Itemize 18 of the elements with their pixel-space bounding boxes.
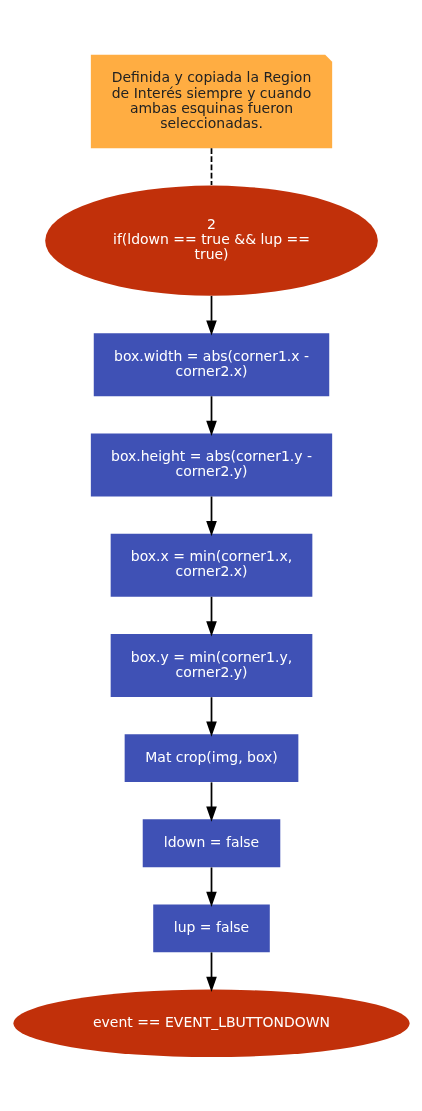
node-box: lup = false: [152, 903, 270, 952]
arrow: [205, 294, 217, 336]
node-box: box.x = min(corner1.x, corner2.x): [110, 533, 312, 597]
arrow: [205, 394, 217, 436]
node-ellipse: 2 if(ldown == true && lup == true): [44, 185, 378, 296]
node-box: ldown = false: [142, 818, 280, 867]
node-ellipse: event == EVENT_LBUTTONDOWN: [12, 989, 410, 1057]
node-box: Mat crop(img, box): [124, 733, 298, 782]
connector: [210, 146, 212, 186]
arrow: [205, 780, 217, 822]
arrow: [205, 866, 217, 907]
arrow: [205, 951, 217, 992]
arrow: [205, 495, 217, 536]
node-box: box.y = min(corner1.y, corner2.y): [110, 633, 312, 697]
node-box: box.width = abs(corner1.x - corner2.x): [93, 332, 329, 396]
node-box: box.height = abs(corner1.y - corner2.y): [90, 432, 332, 496]
arrow: [205, 595, 217, 636]
arrow: [205, 695, 217, 737]
